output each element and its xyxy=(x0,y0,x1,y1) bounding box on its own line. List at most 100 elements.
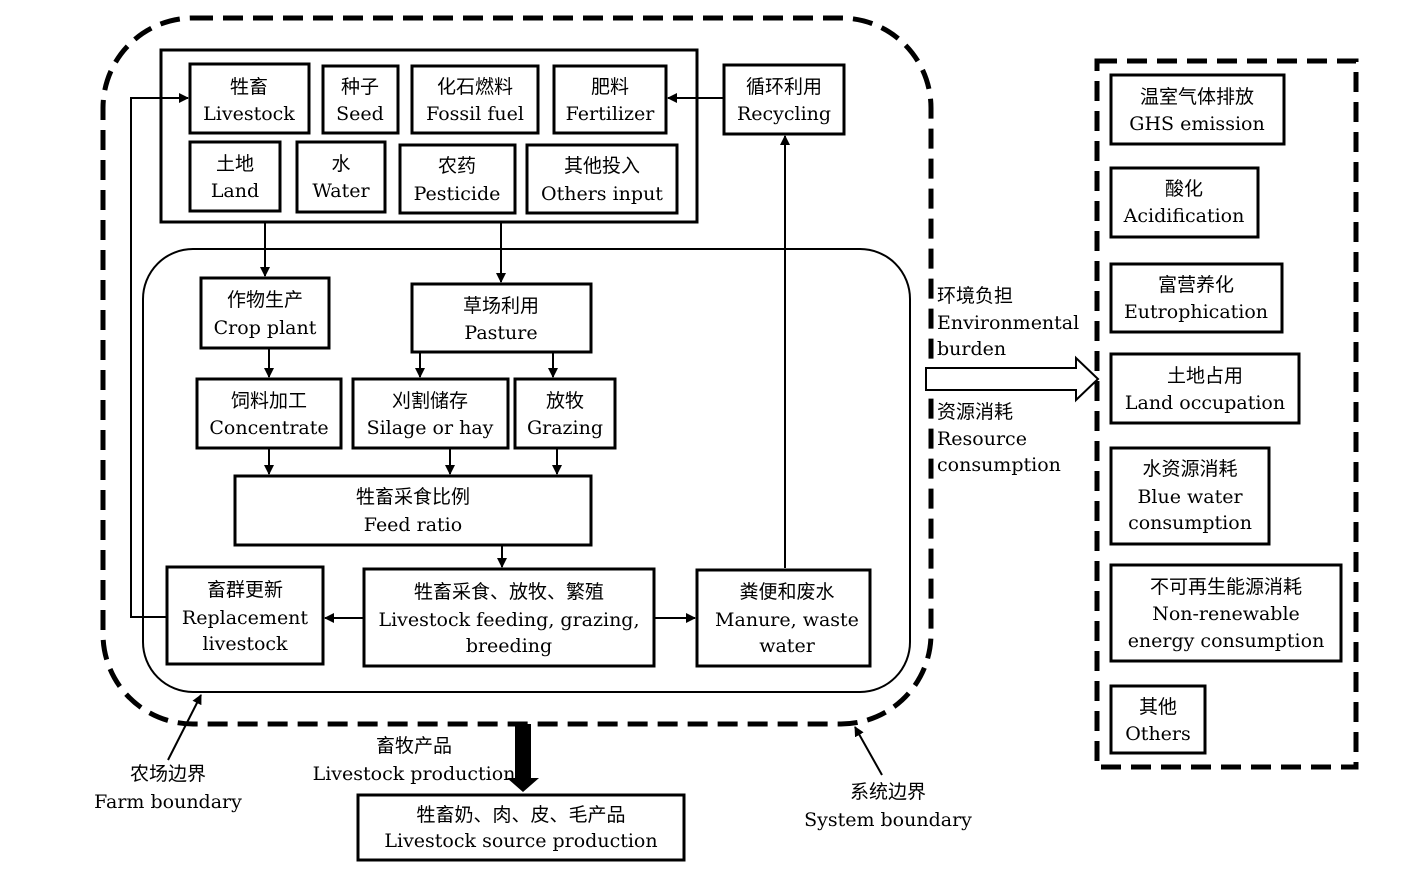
svg-text:肥料: 肥料 xyxy=(591,76,629,98)
svg-text:其他: 其他 xyxy=(1139,696,1177,718)
svg-text:Land occupation: Land occupation xyxy=(1125,392,1285,414)
svg-text:其他投入: 其他投入 xyxy=(564,155,640,177)
svg-text:环境负担: 环境负担 xyxy=(937,285,1013,307)
svg-text:水资源消耗: 水资源消耗 xyxy=(1142,458,1237,480)
svg-text:Livestock production: Livestock production xyxy=(313,763,516,785)
svg-text:Crop plant: Crop plant xyxy=(214,317,317,339)
svg-text:粪便和废水: 粪便和废水 xyxy=(739,581,834,603)
svg-text:Concentrate: Concentrate xyxy=(209,417,328,439)
svg-text:畜群更新: 畜群更新 xyxy=(207,579,283,601)
impact-ghg: 温室气体排放 GHS emission xyxy=(1109,73,1286,146)
svg-text:livestock: livestock xyxy=(202,633,288,655)
svg-text:循环利用: 循环利用 xyxy=(746,76,822,98)
impact-hollow-arrow xyxy=(925,355,1100,403)
svg-text:Environmental: Environmental xyxy=(937,312,1079,334)
svg-text:consumption: consumption xyxy=(1128,512,1252,534)
input-seed: 种子 Seed xyxy=(321,64,400,135)
svg-text:土地: 土地 xyxy=(216,153,254,175)
svg-text:consumption: consumption xyxy=(937,454,1061,476)
svg-text:System boundary: System boundary xyxy=(804,809,972,831)
svg-text:农场边界: 农场边界 xyxy=(130,763,206,785)
svg-text:Grazing: Grazing xyxy=(527,417,603,439)
input-pesticide: 农药 Pesticide xyxy=(398,143,517,215)
svg-text:畜牧产品: 畜牧产品 xyxy=(376,735,452,757)
svg-text:Livestock source production: Livestock source production xyxy=(384,830,657,852)
system-boundary-label: 系统边界 System boundary xyxy=(804,781,972,831)
svg-text:资源消耗: 资源消耗 xyxy=(937,401,1013,423)
svg-text:Livestock feeding, grazing,: Livestock feeding, grazing, xyxy=(378,609,639,631)
resource-consumption-label: 资源消耗 Resource consumption xyxy=(937,401,1061,476)
system-boundary-pointer xyxy=(854,726,883,776)
svg-text:Livestock: Livestock xyxy=(203,103,295,125)
svg-text:Pasture: Pasture xyxy=(464,322,537,344)
svg-text:Others input: Others input xyxy=(541,183,663,205)
svg-text:energy consumption: energy consumption xyxy=(1128,630,1325,652)
svg-text:Seed: Seed xyxy=(336,103,384,125)
svg-text:温室气体排放: 温室气体排放 xyxy=(1140,86,1254,108)
impact-category-boundary xyxy=(1094,58,1359,770)
svg-text:Fertilizer: Fertilizer xyxy=(566,103,656,125)
input-group-box xyxy=(159,48,699,224)
svg-text:酸化: 酸化 xyxy=(1165,178,1203,200)
livestock-feeding-box: 牲畜采食、放牧、繁殖 Livestock feeding, grazing, b… xyxy=(362,567,656,668)
pasture-box: 草场利用 Pasture xyxy=(410,282,593,354)
svg-text:Blue water: Blue water xyxy=(1137,486,1243,508)
svg-text:草场利用: 草场利用 xyxy=(463,295,539,317)
impact-blue-water: 水资源消耗 Blue water consumption xyxy=(1109,446,1271,546)
manure-box: 粪便和废水 Manure, waste water xyxy=(695,568,872,668)
svg-text:Non-renewable: Non-renewable xyxy=(1152,603,1300,625)
input-water: 水 Water xyxy=(295,140,387,214)
flow-arrows xyxy=(130,93,790,623)
svg-text:土地占用: 土地占用 xyxy=(1167,365,1243,387)
svg-text:牲畜采食、放牧、繁殖: 牲畜采食、放牧、繁殖 xyxy=(414,581,604,603)
env-burden-label: 环境负担 Environmental burden xyxy=(937,285,1079,360)
svg-text:富营养化: 富营养化 xyxy=(1158,274,1234,296)
svg-text:Acidification: Acidification xyxy=(1123,205,1245,227)
silage-box: 刈割储存 Silage or hay xyxy=(351,377,510,450)
svg-text:Silage or hay: Silage or hay xyxy=(367,417,494,439)
svg-text:Replacement: Replacement xyxy=(182,607,308,629)
svg-text:Resource: Resource xyxy=(937,428,1027,450)
svg-text:Recycling: Recycling xyxy=(737,103,831,125)
svg-text:Fossil fuel: Fossil fuel xyxy=(426,103,524,125)
svg-text:Land: Land xyxy=(211,180,259,202)
input-others: 其他投入 Others input xyxy=(525,143,679,215)
impact-non-renewable: 不可再生能源消耗 Non-renewable energy consumptio… xyxy=(1109,563,1343,663)
svg-text:放牧: 放牧 xyxy=(546,390,584,412)
svg-text:Eutrophication: Eutrophication xyxy=(1124,301,1268,323)
source-production-box: 牲畜奶、肉、皮、毛产品 Livestock source production xyxy=(356,793,686,862)
input-fossil-fuel: 化石燃料 Fossil fuel xyxy=(410,64,540,135)
recycling-box: 循环利用 Recycling xyxy=(722,63,846,136)
farm-boundary-pointer xyxy=(167,694,202,761)
svg-text:Farm boundary: Farm boundary xyxy=(94,791,242,813)
svg-text:水: 水 xyxy=(331,153,350,175)
input-land: 土地 Land xyxy=(188,140,282,213)
replacement-livestock-box: 畜群更新 Replacement livestock xyxy=(165,565,325,666)
impact-land-occupation: 土地占用 Land occupation xyxy=(1109,352,1301,425)
svg-text:作物生产: 作物生产 xyxy=(227,289,303,311)
svg-text:牲畜: 牲畜 xyxy=(230,76,268,98)
input-fertilizer: 肥料 Fertilizer xyxy=(552,64,668,135)
svg-text:牲畜奶、肉、皮、毛产品: 牲畜奶、肉、皮、毛产品 xyxy=(416,804,625,826)
svg-text:化石燃料: 化石燃料 xyxy=(437,76,513,98)
svg-text:饲料加工: 饲料加工 xyxy=(231,390,307,412)
svg-text:牲畜采食比例: 牲畜采食比例 xyxy=(356,486,470,508)
crop-plant-box: 作物生产 Crop plant xyxy=(199,276,331,350)
livestock-production-label: 畜牧产品 Livestock production xyxy=(313,735,516,785)
grazing-box: 放牧 Grazing xyxy=(513,377,617,450)
svg-text:Pesticide: Pesticide xyxy=(414,183,501,205)
svg-text:Manure, waste: Manure, waste xyxy=(715,609,859,631)
svg-text:Feed ratio: Feed ratio xyxy=(364,514,462,536)
svg-text:不可再生能源消耗: 不可再生能源消耗 xyxy=(1150,576,1302,598)
impact-others: 其他 Others xyxy=(1109,684,1207,755)
concentrate-box: 饲料加工 Concentrate xyxy=(195,377,343,450)
svg-text:Others: Others xyxy=(1125,723,1191,745)
svg-text:burden: burden xyxy=(937,338,1006,360)
input-livestock: 牲畜 Livestock xyxy=(188,62,311,135)
svg-text:water: water xyxy=(759,635,815,657)
svg-text:GHS emission: GHS emission xyxy=(1129,113,1264,135)
farm-boundary-label: 农场边界 Farm boundary xyxy=(94,763,242,813)
svg-text:breeding: breeding xyxy=(466,635,552,657)
svg-text:刈割储存: 刈割储存 xyxy=(392,390,468,412)
